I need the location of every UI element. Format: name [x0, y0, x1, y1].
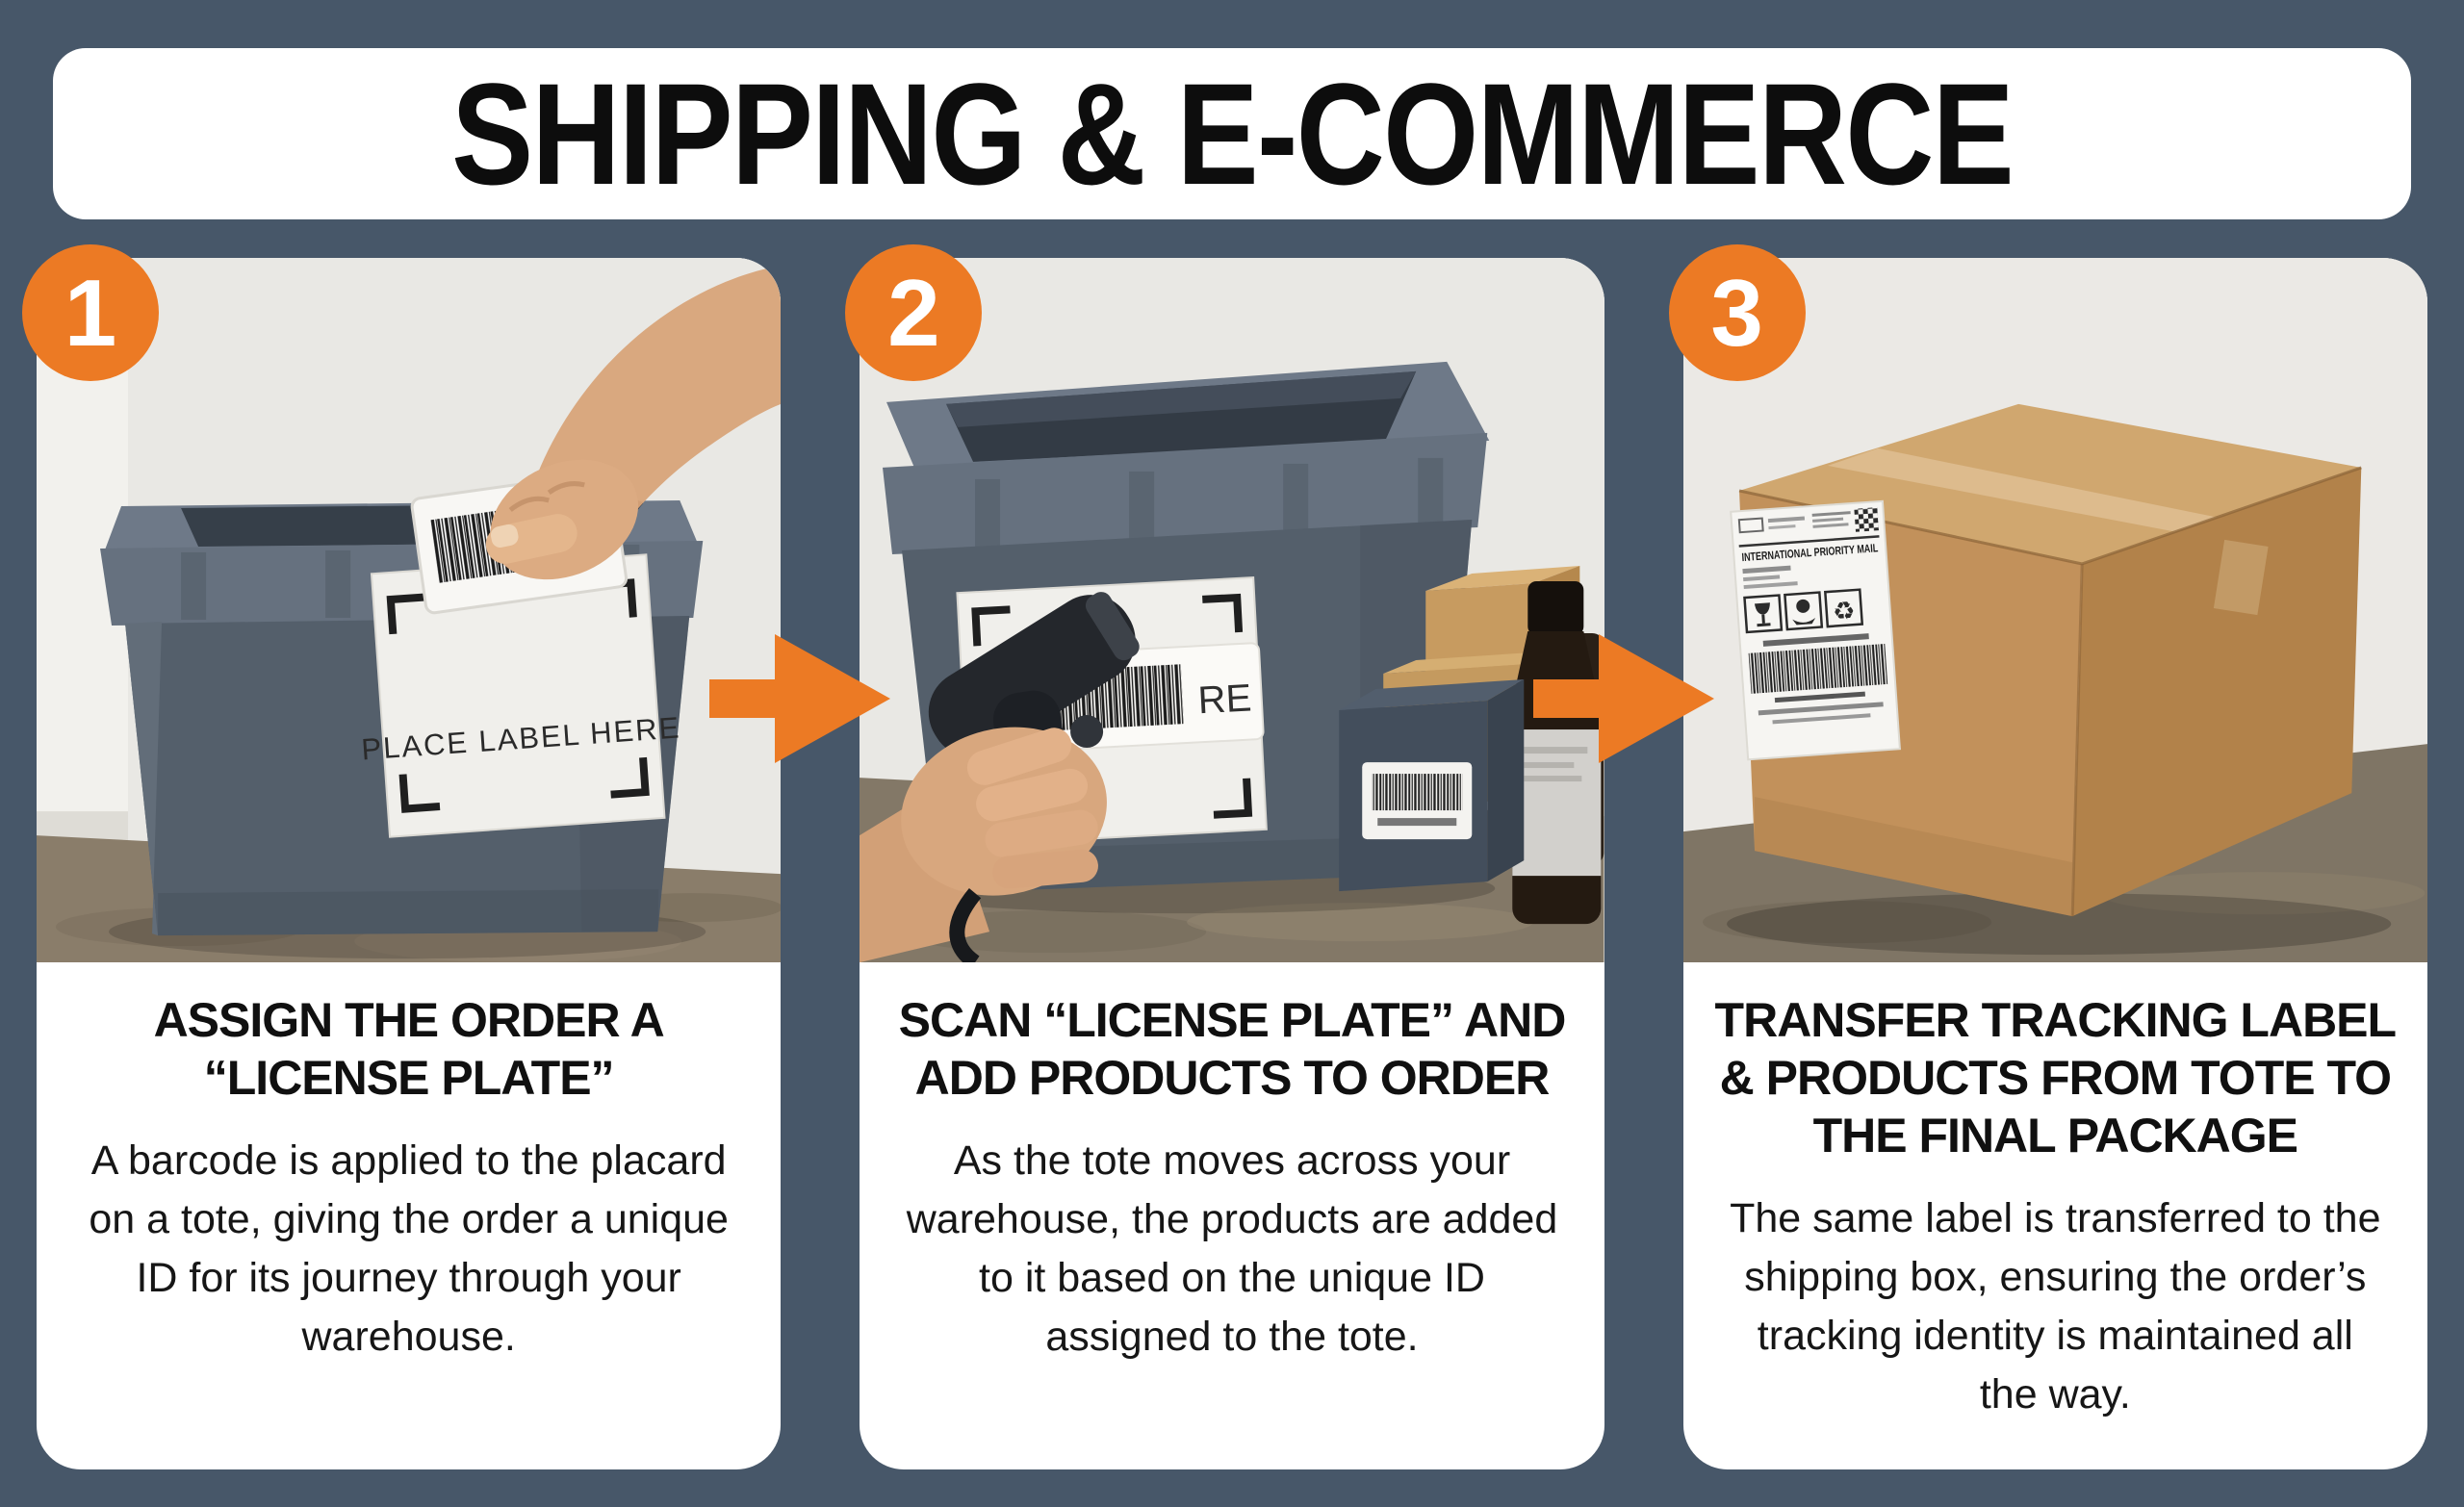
- step-3-photo: INTERNATIONAL PRIORITY MAIL: [1682, 258, 2427, 962]
- step-2-panel: 2: [845, 244, 1604, 1469]
- tote-placard: PLACE LABEL HERE: [360, 553, 681, 838]
- photo-tote-label-scene: PLACE LABEL HERE: [37, 258, 782, 962]
- step-1-panel: 1: [22, 244, 782, 1469]
- steps-row: 1: [22, 244, 2427, 1469]
- step-1-description: A barcode is applied to the placard on a…: [89, 1137, 729, 1361]
- photo-scanning-scene: RE: [860, 258, 1604, 962]
- qr-code: [1854, 507, 1879, 532]
- shipping-label: INTERNATIONAL PRIORITY MAIL: [1729, 499, 1901, 761]
- barcode: [1372, 774, 1463, 811]
- photo-shipping-box-scene: INTERNATIONAL PRIORITY MAIL: [1682, 258, 2427, 962]
- svg-text:♻: ♻: [1832, 596, 1856, 626]
- page-title: SHIPPING & E-COMMERCE: [451, 52, 2015, 215]
- step-3-heading: TRANSFER TRACKING LABEL & PRODUCTS FROM …: [1714, 993, 2398, 1162]
- step-2-photo: RE: [860, 258, 1604, 962]
- barcode: [1748, 644, 1887, 694]
- step-1-badge: 1: [22, 244, 159, 381]
- handle-with-care-icon: [1783, 591, 1823, 631]
- step-3-description: The same label is transferred to the shi…: [1730, 1195, 2381, 1418]
- step-2-heading: SCAN “LICENSE PLATE” AND ADD PRODUCTS TO…: [898, 993, 1567, 1105]
- placard-partial-text: RE: [1197, 677, 1253, 722]
- step-3-panel: 3: [1668, 244, 2427, 1469]
- fragile-icon: [1742, 594, 1783, 634]
- step-1-heading: ASSIGN THE ORDER A “LICENSE PLATE”: [153, 993, 665, 1105]
- step-3-badge: 3: [1668, 244, 1806, 381]
- dark-product-box: [1339, 679, 1525, 892]
- baseboard: [37, 811, 129, 841]
- step-1-photo: PLACE LABEL HERE: [37, 258, 782, 962]
- box-shadow: [1726, 893, 2391, 956]
- arrow-right-icon-2: [1533, 628, 1716, 769]
- step-2-description: As the tote moves across your warehouse,…: [906, 1137, 1558, 1361]
- header-bar: SHIPPING & E-COMMERCE: [53, 48, 2411, 219]
- arrow-right-icon-1: [709, 628, 892, 769]
- step-2-badge: 2: [845, 244, 983, 381]
- barcode-scanner-hand: [860, 592, 1141, 962]
- recycle-icon: ♻: [1823, 588, 1863, 628]
- hand-applying-label: [485, 265, 782, 580]
